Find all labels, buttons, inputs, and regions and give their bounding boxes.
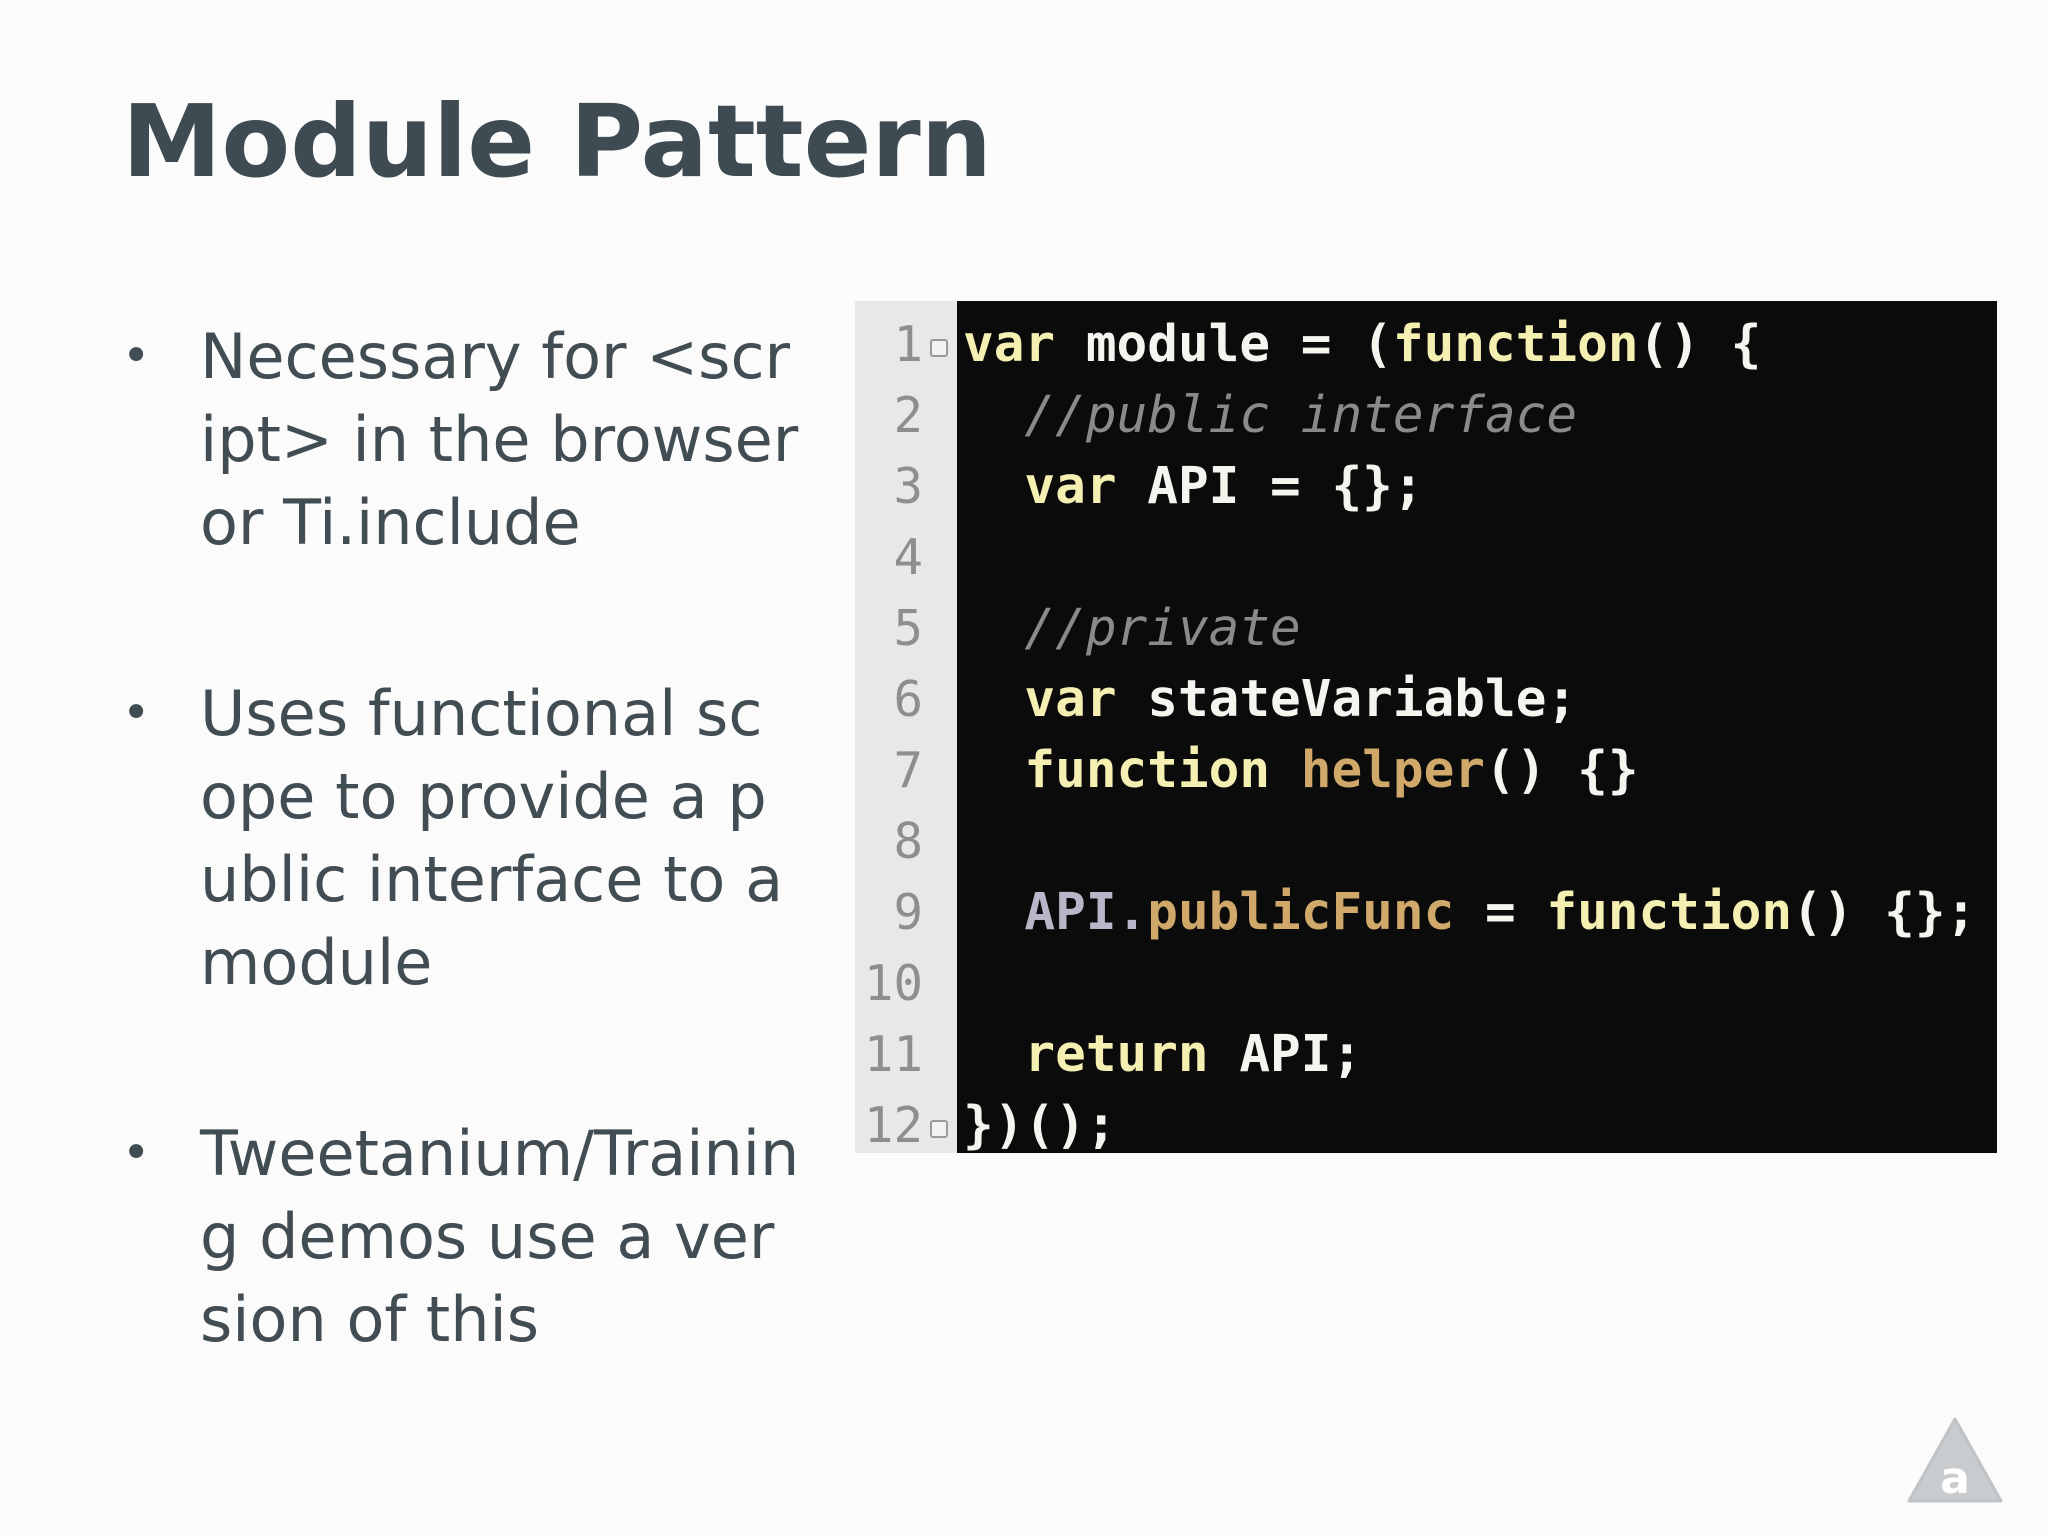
bullet-list: • Necessary for <script> in the browser … (120, 315, 800, 1469)
code-token: API = {}; (1116, 457, 1424, 516)
bullet-marker: • (122, 328, 151, 384)
code-token: function (1546, 883, 1793, 942)
bullet-marker: • (122, 1125, 151, 1181)
code-token: stateVariable; (1116, 670, 1578, 729)
bullet-item: • Uses functional scope to provide a pub… (120, 672, 800, 1004)
code-token: })(); (963, 1096, 1117, 1153)
code-line: //public interface (963, 380, 1577, 451)
code-token: () {}; (1792, 883, 1977, 942)
line-number: 7 (893, 742, 923, 799)
code-line: API.publicFunc = function() {}; (963, 877, 1976, 948)
code-line: var API = {}; (963, 451, 1424, 522)
fold-marker-icon[interactable] (930, 339, 948, 357)
appcelerator-logo-icon: a (1907, 1417, 2003, 1504)
code-token: module = ( (1055, 315, 1393, 374)
line-number: 1 (893, 316, 923, 373)
code-token: return (963, 1025, 1209, 1084)
line-number: 6 (893, 671, 923, 728)
code-body: var module = (function() { //public inte… (957, 301, 1997, 1153)
code-line: //private (963, 593, 1301, 664)
code-token (1270, 741, 1301, 800)
code-line: return API; (963, 1019, 1362, 1090)
code-token: () { (1638, 315, 1762, 374)
line-number: 12 (863, 1097, 923, 1153)
fold-marker-icon[interactable] (930, 1120, 948, 1138)
bullet-text: Uses functional scope to provide a publi… (200, 677, 784, 999)
bullet-text: Necessary for <script> in the browser or… (200, 320, 799, 559)
bullet-text: Tweetanium/Training demos use a version … (200, 1117, 800, 1356)
code-line: var module = (function() { (963, 309, 1761, 380)
code-token: //public interface (963, 386, 1578, 445)
bullet-item: • Necessary for <script> in the browser … (120, 315, 800, 564)
line-number: 10 (863, 955, 923, 1012)
line-number: 11 (863, 1026, 923, 1083)
line-number: 8 (893, 813, 923, 870)
code-token: helper (1300, 741, 1485, 800)
line-number: 4 (893, 529, 923, 586)
code-line: var stateVariable; (963, 664, 1577, 735)
code-token: publicFunc (1147, 883, 1455, 942)
code-token: var (963, 670, 1117, 729)
svg-text:a: a (1940, 1453, 1970, 1504)
line-number: 2 (893, 387, 923, 444)
line-number: 9 (893, 884, 923, 941)
code-token: var (963, 315, 1056, 374)
code-token: function (1392, 315, 1639, 374)
bullet-item: • Tweetanium/Training demos use a versio… (120, 1112, 800, 1361)
code-token: //private (963, 599, 1301, 658)
bullet-marker: • (122, 685, 151, 741)
line-number: 3 (893, 458, 923, 515)
code-token: API. (963, 883, 1148, 942)
code-token: function (963, 741, 1271, 800)
code-token: = (1454, 883, 1547, 942)
code-line: function helper() {} (963, 735, 1639, 806)
slide-title: Module Pattern (122, 83, 992, 200)
code-token: () {} (1485, 741, 1639, 800)
code-line: })(); (963, 1090, 1117, 1153)
code-token: API; (1208, 1025, 1363, 1084)
line-number: 5 (893, 600, 923, 657)
code-token: var (963, 457, 1117, 516)
